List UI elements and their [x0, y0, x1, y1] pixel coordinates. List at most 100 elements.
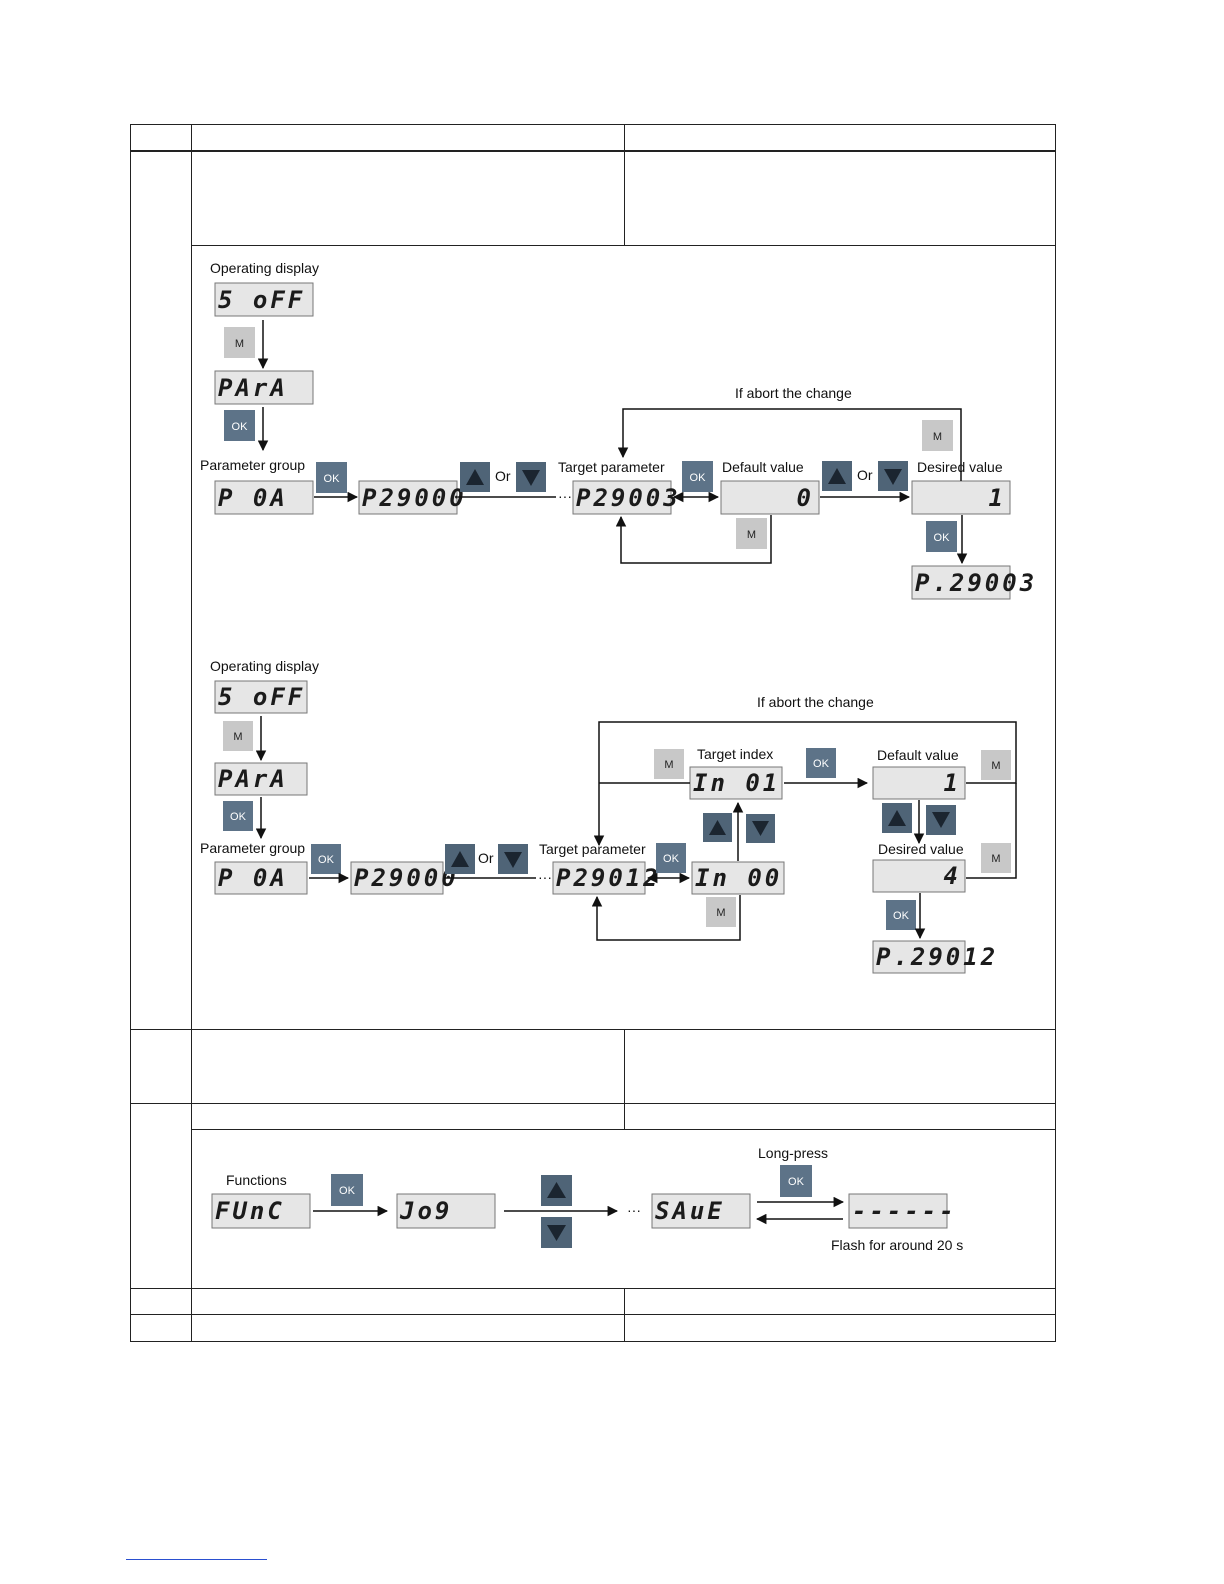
lcd-save: SAuE [651, 1193, 751, 1229]
ellipsis: ··· [538, 869, 552, 885]
svg-text:M: M [716, 907, 725, 919]
lcd-index-01: In 01 [689, 766, 783, 800]
svg-text:0: 0 [797, 484, 814, 512]
desired-value-label: Desired value [917, 459, 1003, 475]
footer-link-underline [126, 1559, 267, 1560]
up-arrow-button[interactable] [822, 461, 852, 491]
up-arrow-button[interactable] [460, 462, 490, 492]
lcd-para: PArA [214, 370, 314, 405]
m-button[interactable]: M [706, 897, 736, 927]
lcd-operating-display: 5 oFF [214, 680, 308, 714]
svg-text:In 01: In 01 [693, 769, 780, 797]
svg-text:1: 1 [989, 484, 1006, 512]
svg-text:OK: OK [318, 854, 335, 866]
lcd-para: PArA [214, 762, 308, 796]
ok-button[interactable]: OK [780, 1165, 812, 1197]
lcd-default-value: 0 [720, 480, 820, 515]
svg-text:OK: OK [893, 910, 910, 922]
target-index-label: Target index [697, 746, 773, 762]
up-arrow-button[interactable] [703, 813, 732, 842]
lcd-func: FUnC [211, 1193, 311, 1229]
lcd-p29000: P29000 [350, 861, 456, 895]
row-divider-step3 [130, 1103, 1056, 1104]
svg-text:1: 1 [944, 769, 961, 797]
down-arrow-button[interactable] [498, 844, 528, 874]
row-divider-diagram3 [191, 1129, 1056, 1130]
ok-button[interactable]: OK [806, 748, 836, 778]
desired-value-label: Desired value [878, 841, 964, 857]
svg-text:OK: OK [230, 811, 247, 823]
svg-text:PArA: PArA [218, 765, 288, 793]
up-arrow-button[interactable] [882, 803, 912, 833]
lcd-desired-value: 4 [872, 859, 966, 893]
or-label: Or [478, 850, 494, 866]
up-arrow-button[interactable] [541, 1175, 572, 1206]
ok-button[interactable]: OK [316, 462, 347, 493]
m-button[interactable]: M [223, 721, 253, 751]
row-divider-step4 [130, 1288, 1056, 1289]
indexed-parameter-edit-diagram: Operating display 5 oFF M PArA OK Parame… [200, 658, 1017, 974]
operating-display-label: Operating display [210, 260, 319, 276]
or-label: Or [495, 468, 511, 484]
lcd-default-value: 1 [872, 766, 966, 800]
header-row-divider [130, 150, 1056, 152]
svg-text:M: M [233, 731, 242, 743]
svg-text:P 0A: P 0A [218, 484, 288, 512]
default-value-label: Default value [877, 747, 959, 763]
svg-text:M: M [235, 338, 244, 350]
svg-text:P.29003: P.29003 [915, 569, 1037, 597]
svg-text:P 0A: P 0A [218, 864, 288, 892]
down-arrow-button[interactable] [541, 1217, 572, 1248]
parameter-group-label: Parameter group [200, 457, 305, 473]
svg-text:M: M [747, 529, 756, 541]
lcd-target-parameter: P29012 [552, 861, 658, 895]
svg-text:Jo9: Jo9 [399, 1197, 452, 1225]
svg-text:5 oFF: 5 oFF [218, 286, 305, 314]
lcd-target-parameter: P29003 [572, 480, 681, 515]
m-button[interactable]: M [224, 327, 255, 358]
svg-text:4: 4 [944, 862, 961, 890]
m-button[interactable]: M [981, 843, 1011, 873]
svg-text:P29003: P29003 [576, 484, 681, 512]
svg-text:OK: OK [324, 473, 341, 485]
operating-display-label: Operating display [210, 658, 319, 674]
ok-button[interactable]: OK [224, 410, 255, 441]
lcd-result: P.29003 [911, 565, 1037, 600]
svg-text:FUnC: FUnC [215, 1197, 285, 1225]
m-button[interactable]: M [922, 420, 953, 451]
procedure-table [130, 124, 1056, 1342]
svg-text:PArA: PArA [218, 374, 288, 402]
svg-text:In 00: In 00 [695, 864, 782, 892]
up-arrow-button[interactable] [445, 844, 475, 874]
svg-text:OK: OK [788, 1176, 805, 1188]
lcd-flash: ------ [848, 1193, 957, 1229]
ok-button[interactable]: OK [311, 844, 341, 874]
m-button[interactable]: M [736, 518, 767, 549]
ok-button[interactable]: OK [886, 900, 916, 930]
default-value-label: Default value [722, 459, 804, 475]
m-button[interactable]: M [654, 749, 684, 779]
target-parameter-label: Target parameter [558, 459, 665, 475]
ok-button[interactable]: OK [331, 1174, 363, 1206]
ok-button[interactable]: OK [682, 461, 713, 492]
down-arrow-button[interactable] [878, 461, 908, 491]
lcd-operating-display: 5 oFF [214, 282, 314, 317]
lcd-index-00: In 00 [691, 861, 785, 895]
column-divider-top [624, 124, 625, 246]
svg-text:------: ------ [852, 1197, 957, 1225]
svg-text:OK: OK [232, 421, 249, 433]
m-button[interactable]: M [981, 750, 1011, 780]
lcd-desired-value: 1 [911, 480, 1011, 515]
functions-label: Functions [226, 1172, 287, 1188]
ok-button[interactable]: OK [926, 521, 957, 552]
svg-text:5 oFF: 5 oFF [218, 683, 305, 711]
ok-button[interactable]: OK [656, 843, 686, 873]
down-arrow-button[interactable] [516, 462, 546, 492]
svg-text:OK: OK [663, 853, 680, 865]
down-arrow-button[interactable] [926, 805, 956, 835]
parameter-group-label: Parameter group [200, 840, 305, 856]
down-arrow-button[interactable] [746, 814, 775, 843]
row-divider-diagram1 [191, 245, 1056, 246]
ok-button[interactable]: OK [223, 801, 253, 831]
flash-duration-label: Flash for around 20 s [831, 1237, 963, 1253]
